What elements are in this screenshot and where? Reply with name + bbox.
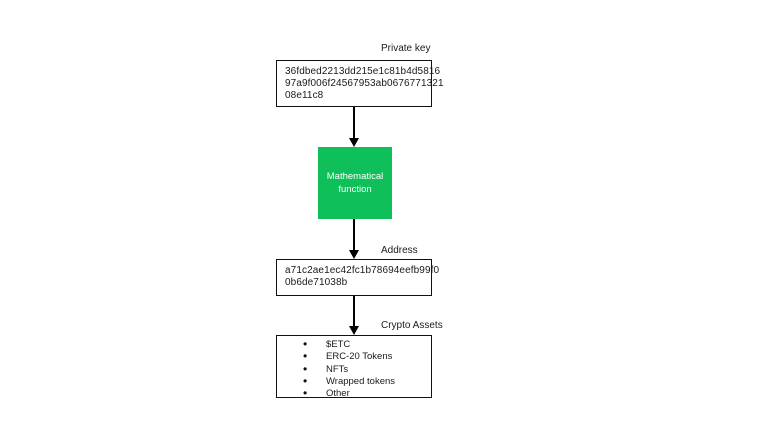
mathematical-function-box: Mathematical function xyxy=(318,147,392,219)
crypto-asset-item: NFTs xyxy=(277,363,431,376)
crypto-asset-item: ERC-20 Tokens xyxy=(277,350,431,363)
crypto-assets-label: Crypto Assets xyxy=(381,320,443,331)
arrow-down-icon xyxy=(349,326,359,335)
crypto-assets-box: $ETC ERC-20 Tokens NFTs Wrapped tokens O… xyxy=(276,335,432,400)
crypto-asset-item: $ETC xyxy=(277,338,431,351)
arrow-down-icon xyxy=(349,250,359,259)
address-label: Address xyxy=(381,245,418,256)
private-key-label: Private key xyxy=(381,43,431,54)
arrow-shaft xyxy=(353,107,355,139)
crypto-assets-list: $ETC ERC-20 Tokens NFTs Wrapped tokens O… xyxy=(277,338,431,400)
address-box: a71c2ae1ec42fc1b78694eefb99f0 0b6de71038… xyxy=(276,259,440,296)
arrow-shaft xyxy=(353,296,355,327)
private-key-line: 97a9f006f24567953ab0676771321 xyxy=(285,78,444,89)
private-key-box: 36fdbed2213dd215e1c81b4d5816 97a9f006f24… xyxy=(276,60,444,107)
crypto-asset-item: Other xyxy=(277,387,431,400)
address-line: a71c2ae1ec42fc1b78694eefb99f0 xyxy=(285,265,440,276)
private-key-line: 08e11c8 xyxy=(285,90,324,101)
arrow-shaft xyxy=(353,219,355,251)
address-line: 0b6de71038b xyxy=(285,277,348,288)
private-key-line: 36fdbed2213dd215e1c81b4d5816 xyxy=(285,66,441,77)
crypto-asset-item: Wrapped tokens xyxy=(277,375,431,388)
arrow-down-icon xyxy=(349,138,359,147)
